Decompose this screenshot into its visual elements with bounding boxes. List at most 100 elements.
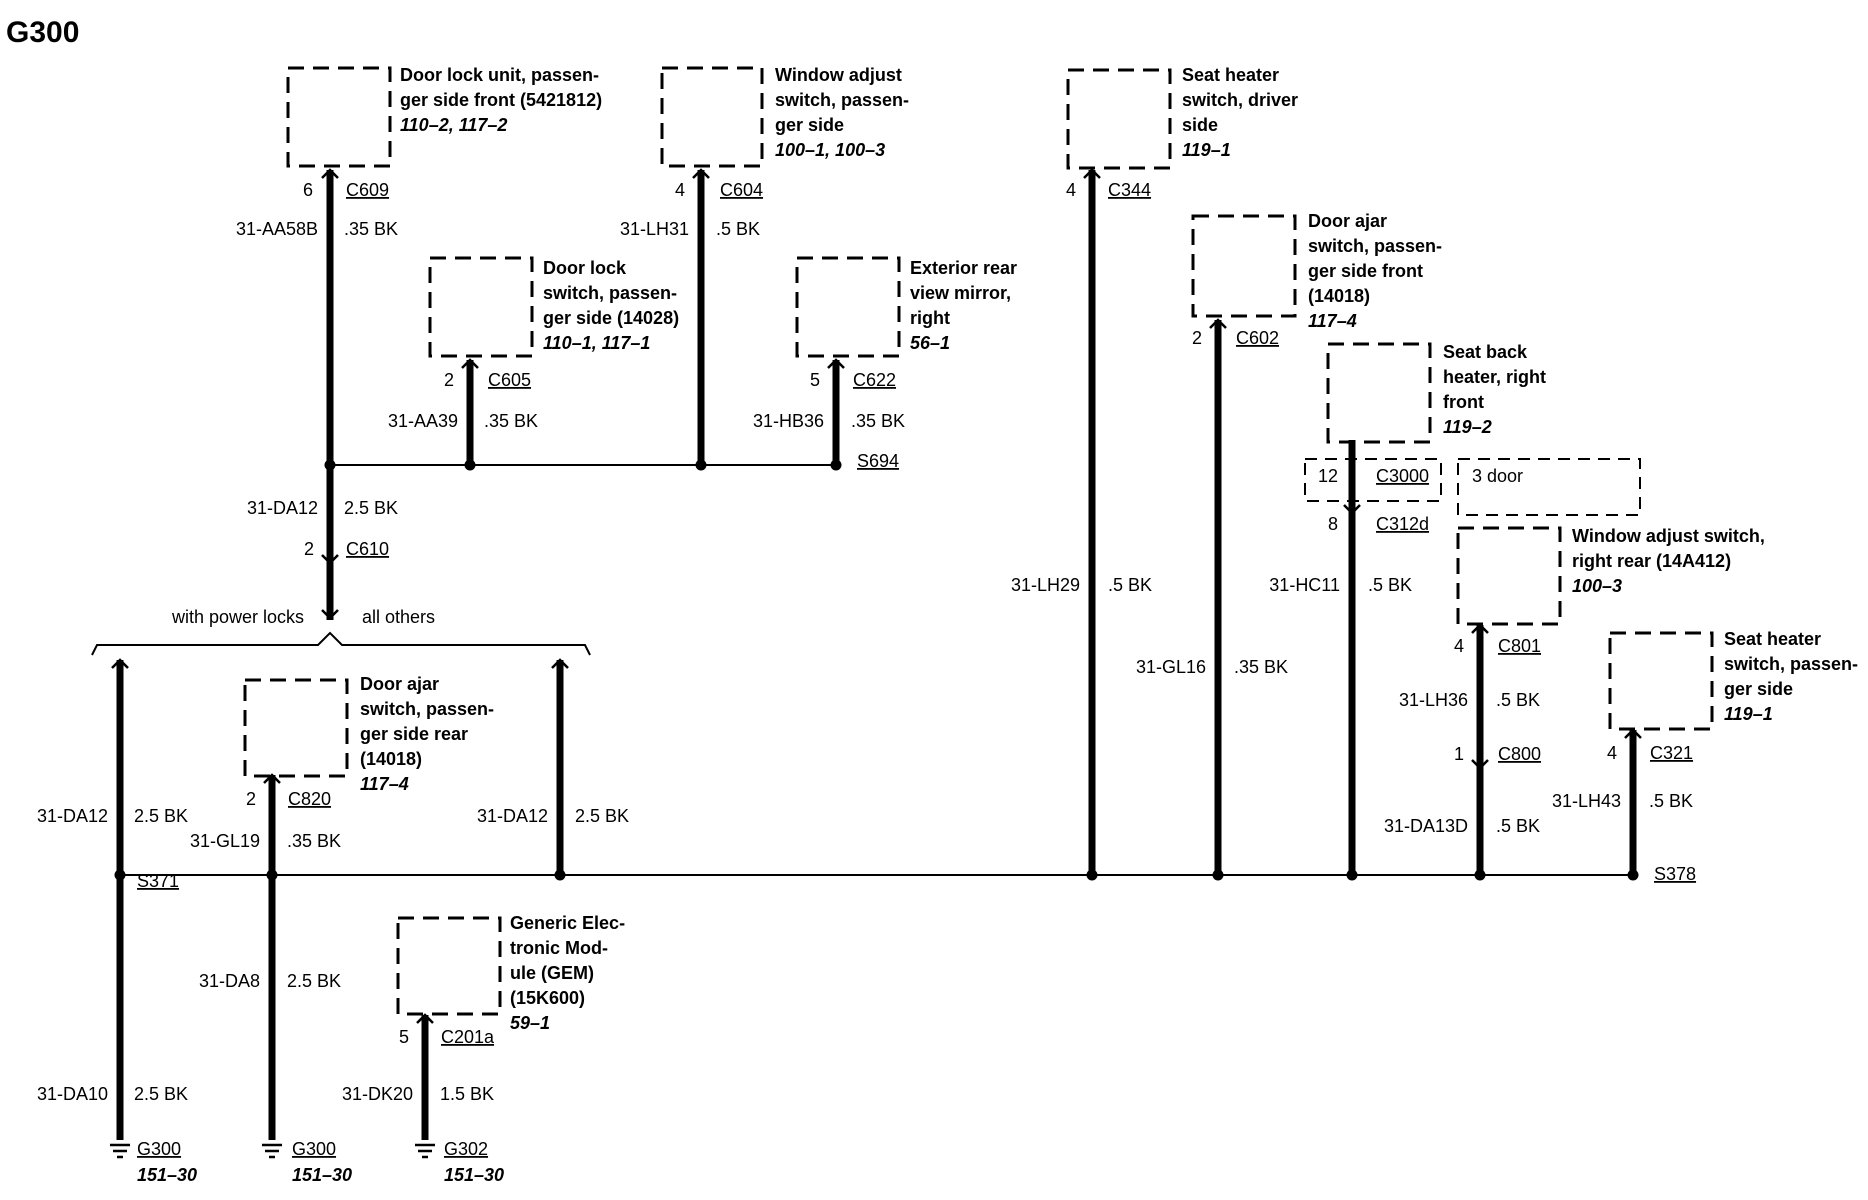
- pin-number: 5: [810, 370, 820, 390]
- comp-line: switch, passen-: [543, 283, 677, 303]
- door-ajar-front-box: [1191, 214, 1297, 318]
- connector-id: C321: [1650, 743, 1693, 763]
- seat-heater-passenger-box: [1608, 631, 1714, 731]
- option-with-power-locks: with power locks: [171, 607, 304, 627]
- comp-line: ger side: [1724, 679, 1793, 699]
- comp-line: switch, passen-: [1724, 654, 1858, 674]
- comp-line: Window adjust switch,: [1572, 526, 1765, 546]
- comp-line: Seat back: [1443, 342, 1528, 362]
- pin-number: 2: [444, 370, 454, 390]
- connector-id: C820: [288, 789, 331, 809]
- connectors: 6 C609 4 C604 4 C344 2 C605 5 C622 2 C60…: [246, 180, 1693, 1047]
- comp-ref: 100–3: [1572, 576, 1622, 596]
- ground-id: G302: [444, 1139, 488, 1159]
- wire-gauge: 2.5 BK: [134, 1084, 188, 1104]
- pin-number: 1: [1454, 744, 1464, 764]
- wire-gauge: .35 BK: [287, 831, 341, 851]
- option-note: 3 door: [1472, 466, 1523, 486]
- wire-gauge: .35 BK: [344, 219, 398, 239]
- wire-circuit: 31-LH36: [1399, 690, 1468, 710]
- ground-ref: 151–30: [444, 1165, 504, 1185]
- wire-circuit: 31-AA39: [388, 411, 458, 431]
- gem: Generic Elec- tronic Mod- ule (GEM) (15K…: [510, 913, 625, 1033]
- comp-ref: 117–4: [360, 774, 409, 794]
- connector-id: C800: [1498, 744, 1541, 764]
- ground-id: G300: [292, 1139, 336, 1159]
- window-adjust-rear: Window adjust switch, right rear (14A412…: [1572, 526, 1765, 596]
- wire-gauge: 2.5 BK: [575, 806, 629, 826]
- wire-circuit: 31-DA13D: [1384, 816, 1468, 836]
- comp-ref: 119–2: [1443, 417, 1492, 437]
- junction-dots: [114, 459, 1639, 881]
- wire-circuit: 31-LH43: [1552, 791, 1621, 811]
- wire-circuit: 31-DA12: [247, 498, 318, 518]
- ground-symbols: [110, 1143, 435, 1159]
- comp-ref: 119–1: [1182, 140, 1231, 160]
- pin-number: 8: [1328, 514, 1338, 534]
- connector-id: C801: [1498, 636, 1541, 656]
- comp-line: Door ajar: [1308, 211, 1387, 231]
- three-door-option-box: [1457, 458, 1641, 516]
- comp-ref: 110–2, 117–2: [400, 115, 507, 135]
- c3000-connector-box: [1304, 458, 1442, 502]
- comp-line: right rear (14A412): [1572, 551, 1731, 571]
- comp-line: tronic Mod-: [510, 938, 608, 958]
- wire-circuit: 31-AA58B: [236, 219, 318, 239]
- wire-circuit: 31-HB36: [753, 411, 824, 431]
- wire-circuit: 31-LH29: [1011, 575, 1080, 595]
- connector-id: C312d: [1376, 514, 1429, 534]
- comp-line: Window adjust: [775, 65, 902, 85]
- wire-gauge: 2.5 BK: [344, 498, 398, 518]
- wire-circuit: 31-DK20: [342, 1084, 413, 1104]
- connector-id: C604: [720, 180, 763, 200]
- connector-id: C3000: [1376, 466, 1429, 486]
- comp-line: side: [1182, 115, 1218, 135]
- comp-line: Door lock unit, passen-: [400, 65, 599, 85]
- comp-line: ger side rear: [360, 724, 468, 744]
- connector-id: C609: [346, 180, 389, 200]
- window-adjust-switch-box: [660, 66, 764, 168]
- comp-ref: 110–1, 117–1: [543, 333, 650, 353]
- comp-line: view mirror,: [910, 283, 1011, 303]
- comp-line: Generic Elec-: [510, 913, 625, 933]
- pin-number: 4: [1454, 636, 1464, 656]
- wire-circuit: 31-LH31: [620, 219, 689, 239]
- door-lock-switch-box: [428, 256, 534, 358]
- comp-ref: 119–1: [1724, 704, 1773, 724]
- wire-circuit: 31-GL16: [1136, 657, 1206, 677]
- seat-heater-driver-box: [1066, 68, 1172, 170]
- comp-line: (14018): [1308, 286, 1370, 306]
- splice-s694: S694: [857, 451, 899, 471]
- wire-gauge: 2.5 BK: [287, 971, 341, 991]
- connector-id: C344: [1108, 180, 1151, 200]
- splice-s371: S371: [137, 871, 179, 891]
- ground-labels: G300 151–30 G300 151–30 G302 151–30: [137, 1139, 504, 1185]
- connector-chevrons: [111, 168, 1642, 1024]
- comp-line: ger side front: [1308, 261, 1423, 281]
- wire-circuit: 31-GL19: [190, 831, 260, 851]
- comp-line: Seat heater: [1182, 65, 1279, 85]
- seat-heater-driver: Seat heater switch, driver side 119–1: [1182, 65, 1298, 160]
- ground-ref: 151–30: [137, 1165, 197, 1185]
- gem-box: [396, 916, 502, 1016]
- wire-gauge: .5 BK: [1496, 816, 1540, 836]
- wire-circuit: 31-DA10: [37, 1084, 108, 1104]
- seat-heater-passenger: Seat heater switch, passen- ger side 119…: [1724, 629, 1858, 724]
- comp-line: switch, driver: [1182, 90, 1298, 110]
- exterior-mirror: Exterior rear view mirror, right 56–1: [910, 258, 1017, 353]
- pin-number: 6: [303, 180, 313, 200]
- pin-number: 4: [1066, 180, 1076, 200]
- comp-line: ger side: [775, 115, 844, 135]
- diagram-title: G300: [6, 16, 79, 49]
- door-lock-switch: Door lock switch, passen- ger side (1402…: [543, 258, 679, 353]
- comp-line: heater, right: [1443, 367, 1546, 387]
- wire-gauge: 2.5 BK: [134, 806, 188, 826]
- pin-number: 12: [1318, 466, 1338, 486]
- splice-s378: S378: [1654, 864, 1696, 884]
- door-lock-unit: Door lock unit, passen- ger side front (…: [400, 65, 602, 135]
- window-adjust-rear-box: [1456, 526, 1562, 626]
- pin-number: 2: [246, 789, 256, 809]
- comp-line: ger side front (5421812): [400, 90, 602, 110]
- wire-gauge: .5 BK: [1368, 575, 1412, 595]
- comp-line: switch, passen-: [1308, 236, 1442, 256]
